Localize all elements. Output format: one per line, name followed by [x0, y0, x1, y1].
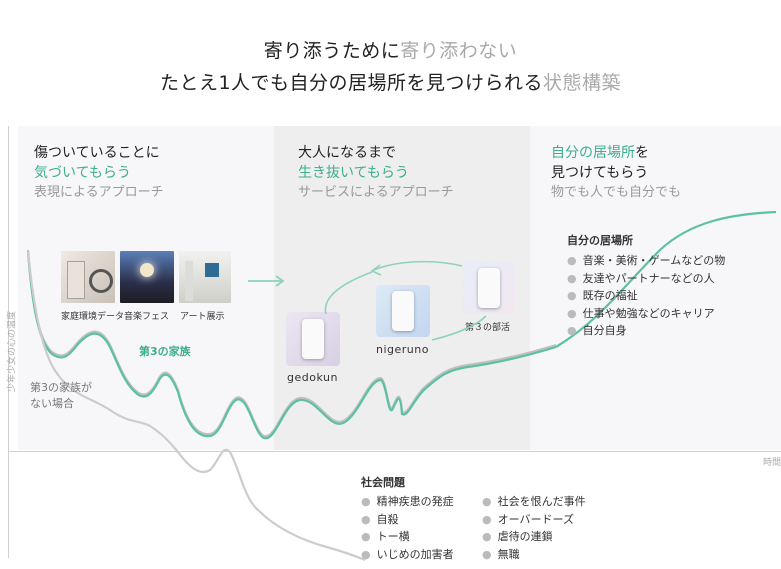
x-axis-label: 時間 [763, 458, 781, 468]
list-item: ●友達やパートナーなどの人 [567, 271, 715, 285]
family-data-image [61, 251, 115, 303]
list-item-text: いじめの加害者 [376, 547, 454, 561]
panel2-title: 大人になるまで [298, 145, 396, 161]
list-item: ●社会を恨んだ事件 [482, 495, 586, 508]
social-issues-col2: ●社会を恨んだ事件 ●オーバードーズ ●虐待の連鎖 ●無職 [482, 493, 586, 563]
list-item-text: 虐待の連鎖 [497, 530, 553, 543]
music-fes-image [120, 251, 174, 303]
panel3-highlight: 見つけてもらう [551, 165, 649, 181]
social-issues-title: 社会問題 [361, 476, 405, 489]
list-item-text: 既存の福祉 [582, 289, 638, 302]
panel3-title: 自分の居場所を [551, 143, 681, 163]
x-axis [8, 451, 781, 452]
list-item-text: 仕事や勉強などのキャリア [582, 306, 715, 320]
list-item: ●精神疾患の発症 [361, 495, 454, 508]
panel3-title-highlight: 自分の居場所 [551, 145, 635, 161]
caption-art-exhibit: アート展示 [180, 312, 225, 322]
panel1-text: 傷ついていることに 気づいてもらう 表現によるアプローチ [34, 143, 164, 203]
y-axis [8, 126, 9, 558]
nigeruno-label: nigeruno [376, 343, 429, 356]
list-item-text: 社会を恨んだ事件 [497, 495, 586, 508]
list-item: ●いじめの加害者 [361, 547, 454, 561]
list-item-text: トー横 [376, 530, 410, 543]
painting-icon [205, 263, 219, 277]
art-exhibit-image [179, 251, 231, 303]
headline-line2: たとえ1人でも自分の居場所を見つけられる状態構築 [0, 68, 781, 95]
list-item: ●無職 [482, 547, 520, 561]
cycle-arrow-left [324, 271, 373, 315]
list-item-text: 自殺 [376, 512, 399, 526]
magnifier-icon [89, 269, 113, 293]
list-item: ●自分自身 [567, 324, 627, 337]
list-item: ●既存の福祉 [567, 289, 638, 302]
headline-line2-gray: 状態構築 [543, 72, 622, 94]
phone-icon [302, 319, 324, 359]
panel2-subtitle: サービスによるアプローチ [298, 185, 454, 200]
list-item: ●トー横 [361, 530, 410, 543]
place-list-title: 自分の居場所 [567, 234, 633, 247]
nigeruno-app-image [376, 285, 430, 337]
club-label: 第３の部活 [465, 323, 511, 333]
list-item: ●仕事や勉強などのキャリア [567, 306, 715, 320]
panel2-highlight: 生き抜いてもらう [298, 165, 409, 181]
arrow-right-icon [275, 275, 285, 287]
place-list-items: ●音楽・美術・ゲームなどの物 ●友達やパートナーなどの人 ●既存の福祉 ●仕事や… [567, 252, 725, 340]
caption-family-data: 家庭環境データ [61, 312, 125, 322]
list-item: ●虐待の連鎖 [482, 530, 553, 543]
club-app-image [463, 262, 515, 314]
list-item-text: 友達やパートナーなどの人 [582, 271, 715, 285]
phone-icon [478, 268, 500, 308]
panel3-text: 自分の居場所を 見つけてもらう 物でも人でも自分でも [551, 143, 681, 203]
list-item-text: オーバードーズ [497, 512, 574, 526]
panel1-highlight: 気づいてもらう [34, 165, 131, 181]
cycle-arrowhead-icon [370, 264, 382, 276]
phone-icon [392, 291, 414, 331]
data-sheet-shape [67, 261, 85, 299]
panel3-subtitle: 物でも人でも自分でも [551, 185, 682, 200]
list-item: ●オーバードーズ [482, 512, 574, 526]
headline-line1-gray: 寄り添わない [400, 40, 518, 62]
social-issues-col1: ●精神疾患の発症 ●自殺 ●トー横 ●いじめの加害者 [361, 493, 454, 563]
cycle-arrow-top [373, 260, 463, 271]
headline-line2-main: たとえ1人でも自分の居場所を見つけられる [159, 72, 544, 94]
panel3-title-tail: を [635, 145, 649, 161]
caption-music-fes: 音楽フェス [124, 312, 170, 322]
gedokun-app-image [286, 312, 340, 366]
list-item-text: 無職 [497, 547, 520, 561]
panel1-subtitle: 表現によるアプローチ [34, 185, 164, 200]
headline-line1: 寄り添うために寄り添わない [0, 36, 781, 63]
list-item-text: 自分自身 [582, 324, 627, 337]
panel1-title: 傷ついていることに [34, 145, 160, 161]
third-family-curve [26, 251, 557, 440]
gedokun-label: gedokun [287, 371, 338, 384]
wall-shape [185, 261, 193, 301]
cycle-arrow-bottom [431, 315, 487, 341]
panel-belonging [530, 126, 781, 450]
list-item: ●自殺 [361, 512, 399, 526]
belonging-curve [555, 210, 777, 348]
headline-line1-main: 寄り添うために [263, 40, 401, 62]
place-list: 自分の居場所 ●音楽・美術・ゲームなどの物 ●友達やパートナーなどの人 ●既存の… [567, 232, 725, 340]
third-family-label: 第3の家族 [139, 345, 191, 358]
list-item: ●音楽・美術・ゲームなどの物 [567, 254, 726, 267]
stage-light-icon [140, 263, 154, 277]
no-family-curve [26, 251, 366, 562]
no-family-label: 第3の家族が ない場合 [30, 381, 92, 410]
social-issues: 社会問題 [361, 474, 405, 494]
panel2-text: 大人になるまで 生き抜いてもらう サービスによるアプローチ [298, 143, 454, 203]
list-item-text: 音楽・美術・ゲームなどの物 [582, 254, 726, 267]
list-item-text: 精神疾患の発症 [376, 495, 454, 508]
